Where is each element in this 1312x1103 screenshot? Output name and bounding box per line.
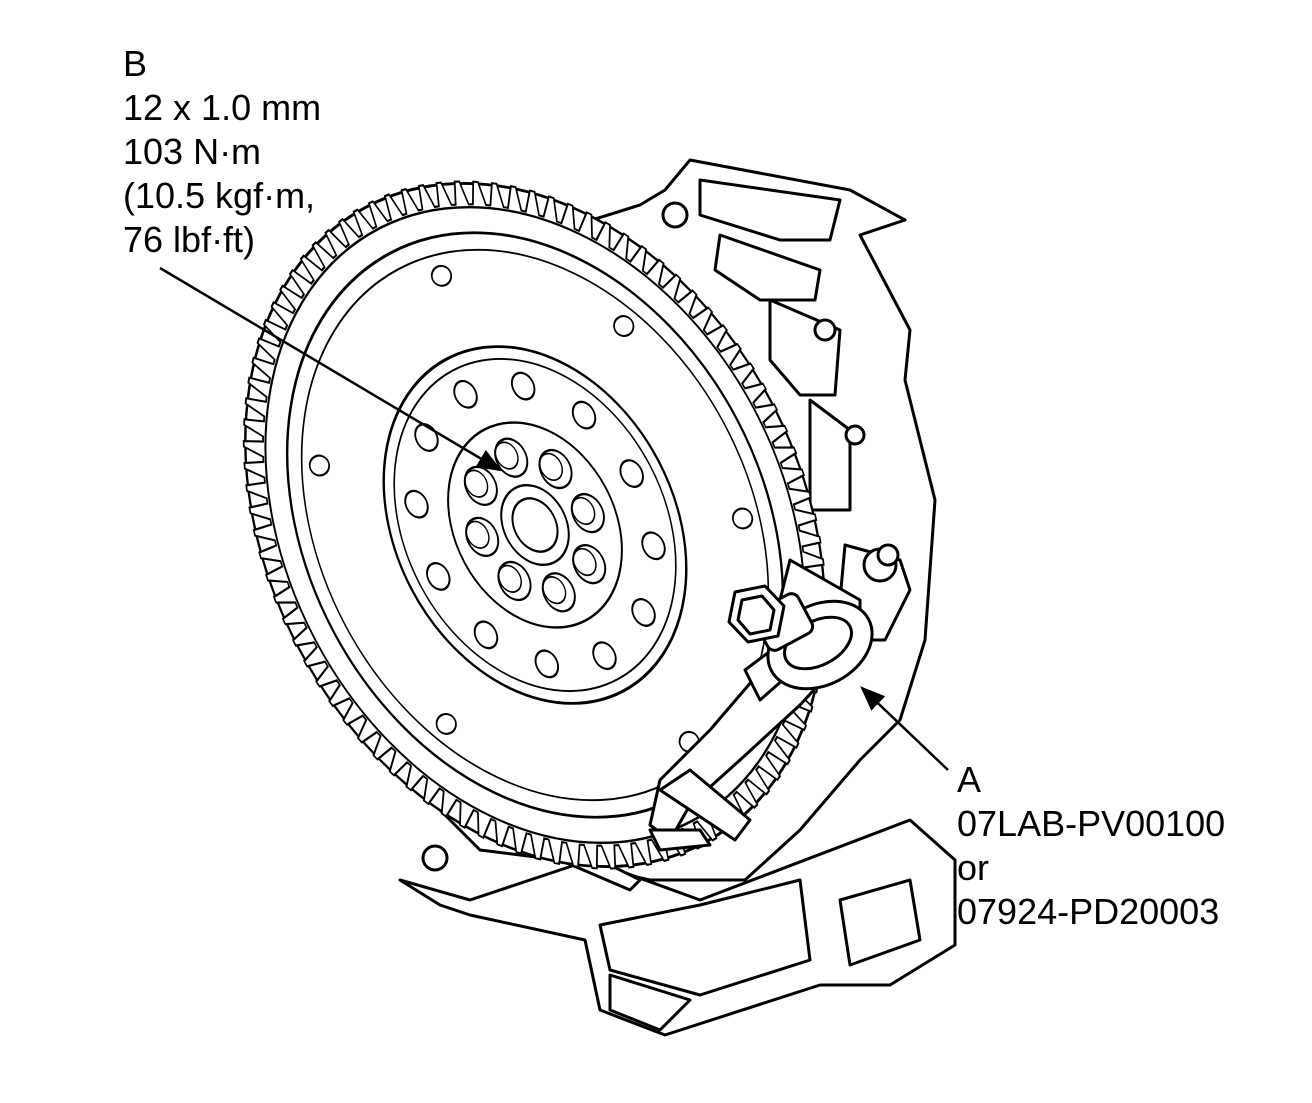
callout-a-leader — [860, 686, 949, 771]
callout-b-flywheel-bolt: B 12 x 1.0 mm 103 N·m (10.5 kgf·m, 76 lb… — [123, 42, 321, 262]
callout-b-torque-nm: 103 N·m — [123, 131, 262, 172]
callout-b-thread-size: 12 x 1.0 mm — [123, 87, 322, 128]
rim-boss — [731, 507, 754, 530]
outer-hole — [619, 459, 644, 489]
callout-b-torque-lbf: 76 lbf·ft) — [123, 219, 256, 260]
flywheel-bolt-head — [464, 469, 489, 498]
callout-a-or: or — [957, 847, 990, 888]
flywheel-bolt-head — [539, 452, 564, 482]
callout-b-leader — [159, 266, 503, 472]
callout-a-tool-number-2: 07924-PD20003 — [957, 891, 1220, 932]
outer-hole — [510, 371, 536, 401]
flywheel-mounting-bolts — [463, 437, 607, 613]
callout-a-letter: A — [957, 759, 982, 800]
outer-hole — [404, 489, 429, 519]
flywheel-bolt-head — [498, 564, 522, 593]
flywheel-rim-bosses — [308, 264, 754, 753]
ring-gear-holder-tool — [648, 558, 874, 852]
rim-boss — [435, 712, 457, 735]
callout-a-holder-tool: A 07LAB-PV00100 or 07924-PD20003 — [957, 758, 1225, 934]
flywheel-outer-holes — [404, 371, 666, 679]
flywheel-hub-step — [393, 358, 677, 692]
callout-b-torque-kgf: (10.5 kgf·m, — [123, 175, 316, 216]
rim-boss — [613, 315, 635, 338]
outer-hole — [426, 561, 451, 591]
callout-b-letter: B — [123, 43, 148, 84]
outer-hole — [571, 400, 597, 430]
flywheel-illustration — [242, 180, 828, 870]
flywheel-bolt-head — [571, 496, 596, 526]
rim-boss — [430, 264, 453, 287]
lower-housing — [398, 818, 957, 1037]
outer-hole — [534, 649, 560, 679]
flywheel-bolt-head — [465, 520, 490, 549]
outer-hole — [592, 641, 617, 671]
ring-gear-root — [264, 205, 806, 845]
callout-a-tool-number-1: 07LAB-PV00100 — [957, 803, 1226, 844]
outer-hole — [473, 620, 499, 650]
flywheel-bolt-head — [542, 576, 567, 605]
flywheel-bolt-head — [572, 547, 597, 577]
flywheel-pilot-inner — [511, 497, 559, 553]
outer-hole — [631, 598, 656, 627]
outer-hole — [453, 379, 478, 409]
rim-boss — [308, 454, 331, 477]
outer-hole — [641, 531, 666, 561]
